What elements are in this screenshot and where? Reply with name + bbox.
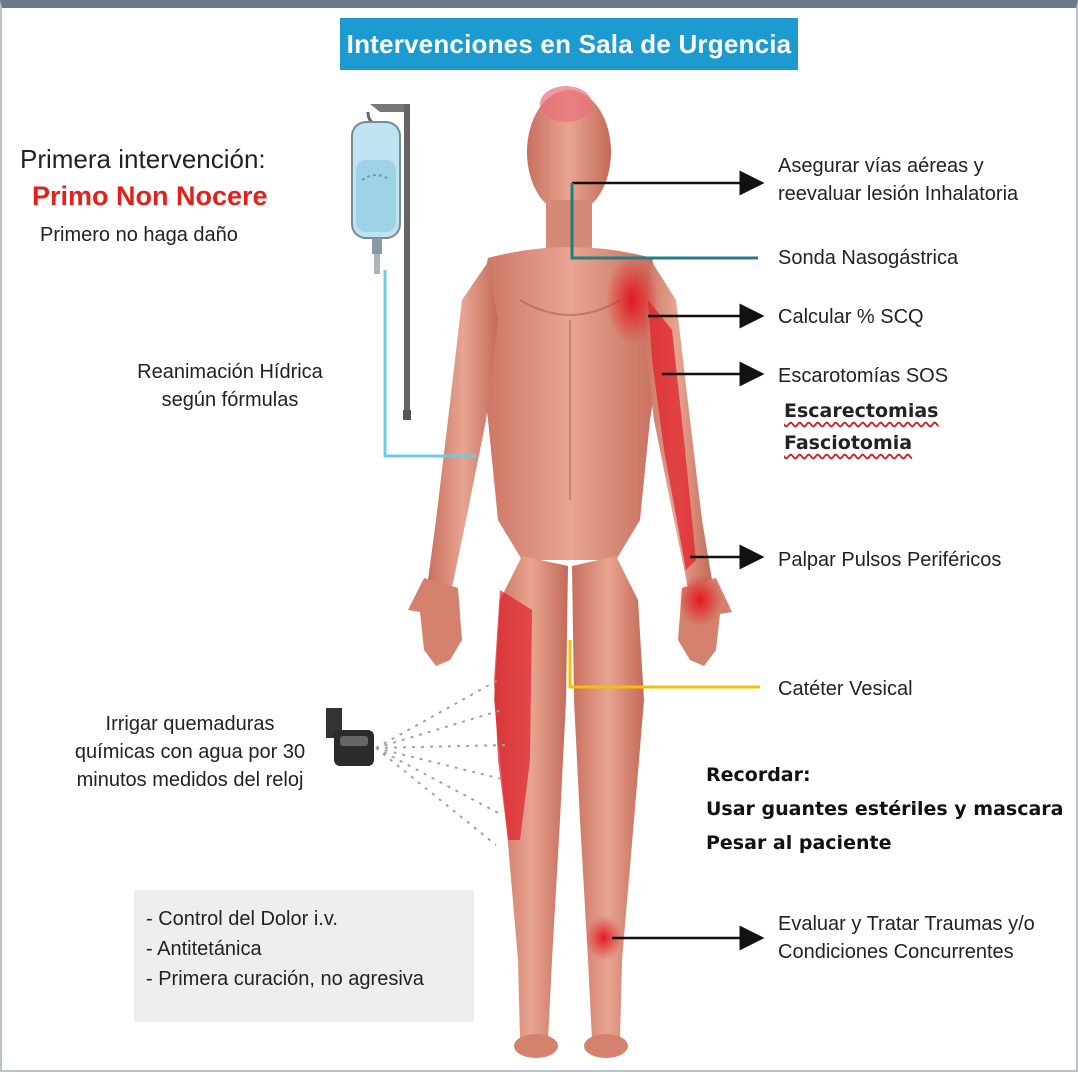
initial-care-box: - Control del Dolor i.v. - Antitetánica … (134, 890, 474, 1022)
traumas-line-1: Evaluar y Tratar Traumas y/o (778, 910, 1035, 938)
first-intervention-motto: Primo Non Nocere (32, 180, 268, 212)
reanimacion-line-2: según fórmulas (110, 386, 350, 414)
reminder-line-2: Pesar al paciente (706, 826, 1063, 860)
escarotomias-label: Escarotomías SOS (778, 362, 948, 390)
cateter-label: Catéter Vesical (778, 675, 913, 703)
fasciotomia-label: Fasciotomia (784, 429, 912, 457)
reminder-block: Recordar: Usar guantes estériles y masca… (706, 758, 1063, 860)
pulsos-label: Palpar Pulsos Periféricos (778, 546, 1001, 574)
reanimacion-line-1: Reanimación Hídrica (110, 358, 350, 386)
list-item: - Antitetánica (146, 934, 474, 964)
escarectomias-label: Escarectomias (784, 397, 938, 425)
sonda-label: Sonda Nasogástrica (778, 244, 958, 272)
first-intervention-label: Primera intervención: (20, 144, 266, 174)
irrigar-line-3: minutos medidos del reloj (60, 766, 320, 794)
irrigar-line-2: químicas con agua por 30 (60, 738, 320, 766)
reanimacion-label: Reanimación Hídrica según fórmulas (110, 358, 350, 414)
traumas-label: Evaluar y Tratar Traumas y/o Condiciones… (778, 910, 1035, 966)
scq-label: Calcular % SCQ (778, 303, 924, 331)
irrigar-line-1: Irrigar quemaduras (60, 710, 320, 738)
spray-nozzle-icon (326, 680, 506, 845)
iv-bag-icon (352, 104, 411, 420)
irrigar-label: Irrigar quemaduras químicas con agua por… (60, 710, 320, 794)
list-item: - Primera curación, no agresiva (146, 964, 474, 994)
list-item: - Control del Dolor i.v. (146, 904, 474, 934)
reminder-line-1: Usar guantes estériles y mascara (706, 792, 1063, 826)
vias-aereas-label: Asegurar vías aéreas y reevaluar lesión … (778, 152, 1018, 208)
vias-aereas-line-1: Asegurar vías aéreas y (778, 152, 1018, 180)
first-intervention-translation: Primero no haga daño (40, 221, 238, 249)
reminder-heading: Recordar: (706, 758, 1063, 792)
vias-aereas-line-2: reevaluar lesión Inhalatoria (778, 180, 1018, 208)
traumas-line-2: Condiciones Concurrentes (778, 938, 1035, 966)
